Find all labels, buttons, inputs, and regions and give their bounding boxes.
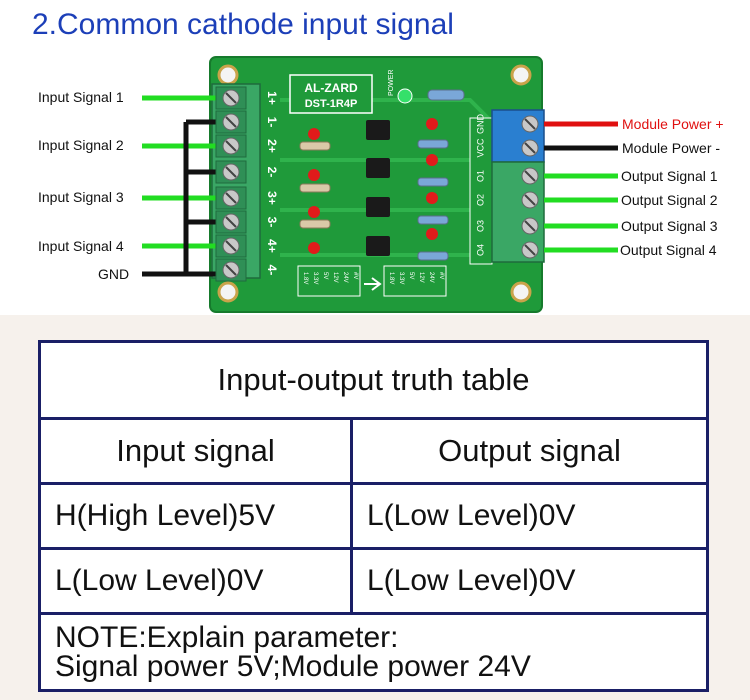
jumper-label: 1.8V [388, 272, 394, 284]
jumper-label: 24V [342, 272, 348, 283]
jumper-label: 12V [418, 272, 424, 283]
label-module-power-minus: Module Power - [622, 140, 721, 156]
jumper-label: 5V [408, 272, 414, 279]
jumper-label: 24V [428, 272, 434, 283]
page-title: 2.Common cathode input signal [32, 8, 454, 41]
note-cell: NOTE:Explain parameter: Signal power 5V;… [38, 612, 709, 692]
terminal-screw [215, 134, 247, 158]
label-input-signal-2: Input Signal 2 [38, 137, 124, 153]
jumper-label: #V [352, 272, 358, 279]
jumper-labels: 1.8V 1.8V 3.3V 3.3V 5V 5V 12V 12V 24V 24V #V #V [302, 272, 444, 284]
table-cell: L(Low Level)0V [350, 482, 709, 550]
label-input-signal-3: Input Signal 3 [38, 189, 124, 205]
terminal-screw [215, 258, 247, 282]
terminal-screw [521, 139, 539, 157]
output-terminal-screws [521, 115, 539, 259]
truth-table-title: Input-output truth table [38, 340, 709, 420]
label-gnd: GND [98, 266, 130, 282]
terminal-label: 2+ [265, 139, 279, 153]
jumper-label: #V [438, 272, 444, 279]
terminal-label: 3+ [265, 191, 279, 205]
terminal-screw [215, 186, 247, 210]
terminal-label: O2 [475, 194, 485, 206]
input-terminal-labels: 1+ 1- 2+ 2- 3+ 3- 4+ 4- [265, 91, 279, 275]
terminal-screw [215, 110, 247, 134]
brand-label: AL-ZARD [304, 81, 358, 95]
terminal-label: GND [475, 114, 485, 135]
table-row: L(Low Level)0V L(Low Level)0V [38, 547, 709, 615]
jumper-label: 3.3V [398, 272, 404, 284]
terminal-label: 4- [265, 265, 279, 276]
jumper-label: 3.3V [312, 272, 318, 284]
label-output-signal-2: Output Signal 2 [621, 192, 718, 208]
terminal-screw [521, 115, 539, 133]
power-terminal-block [491, 109, 545, 163]
jumper-area [297, 265, 447, 297]
terminal-label: O4 [475, 244, 485, 256]
output-leds [426, 118, 438, 240]
label-output-signal-1: Output Signal 1 [621, 168, 718, 184]
input-leds [308, 128, 320, 254]
brand-box [289, 74, 373, 114]
label-input-signal-4: Input Signal 4 [38, 238, 124, 254]
power-label: POWER [388, 70, 395, 96]
terminal-screw [215, 160, 247, 184]
terminal-label: 1+ [265, 91, 279, 105]
terminal-screw [215, 210, 247, 234]
terminal-screw [215, 234, 247, 258]
terminal-screw [215, 86, 247, 110]
terminal-screw [521, 241, 539, 259]
note-line-1: NOTE:Explain parameter: [55, 621, 399, 654]
column-header-input: Input signal [38, 417, 353, 485]
truth-table-section: Input-output truth table Input signal Ou… [0, 315, 750, 700]
jumper-label: 12V [332, 272, 338, 283]
jumper-label: 1.8V [302, 272, 308, 284]
mount-hole [217, 281, 239, 303]
power-led [397, 88, 413, 104]
optocouplers [366, 120, 390, 256]
module-diagram: AL-ZARD DST-1R4P POWER [142, 56, 618, 313]
terminal-label: 1- [265, 117, 279, 128]
terminal-label: 3- [265, 217, 279, 228]
mount-hole [510, 64, 532, 86]
label-module-power-plus: Module Power + [622, 116, 724, 132]
terminal-label: 4+ [265, 239, 279, 253]
wires [142, 95, 618, 277]
terminal-screw [521, 167, 539, 185]
terminal-label: VCC [475, 138, 485, 158]
terminal-screw [521, 217, 539, 235]
column-header-output: Output signal [350, 417, 709, 485]
terminal-label: 2- [265, 167, 279, 178]
note-line-2: Signal power 5V;Module power 24V [55, 650, 531, 683]
table-cell: H(High Level)5V [38, 482, 353, 550]
label-output-signal-3: Output Signal 3 [621, 218, 718, 234]
terminal-screw [521, 191, 539, 209]
mount-hole [217, 64, 239, 86]
terminal-label: O3 [475, 220, 485, 232]
label-output-signal-4: Output Signal 4 [620, 242, 717, 258]
table-cell: L(Low Level)0V [350, 547, 709, 615]
output-resistors [417, 139, 449, 261]
input-resistors [299, 141, 331, 229]
table-row: H(High Level)5V L(Low Level)0V [38, 482, 709, 550]
mount-hole [510, 281, 532, 303]
table-cell: L(Low Level)0V [38, 547, 353, 615]
resistor [427, 89, 465, 101]
jumper-label: 5V [322, 272, 328, 279]
model-label: DST-1R4P [305, 98, 358, 110]
label-input-signal-1: Input Signal 1 [38, 89, 124, 105]
input-terminal-screws [215, 86, 247, 282]
truth-table: Input-output truth table Input signal Ou… [38, 340, 709, 692]
terminal-label: O1 [475, 170, 485, 182]
